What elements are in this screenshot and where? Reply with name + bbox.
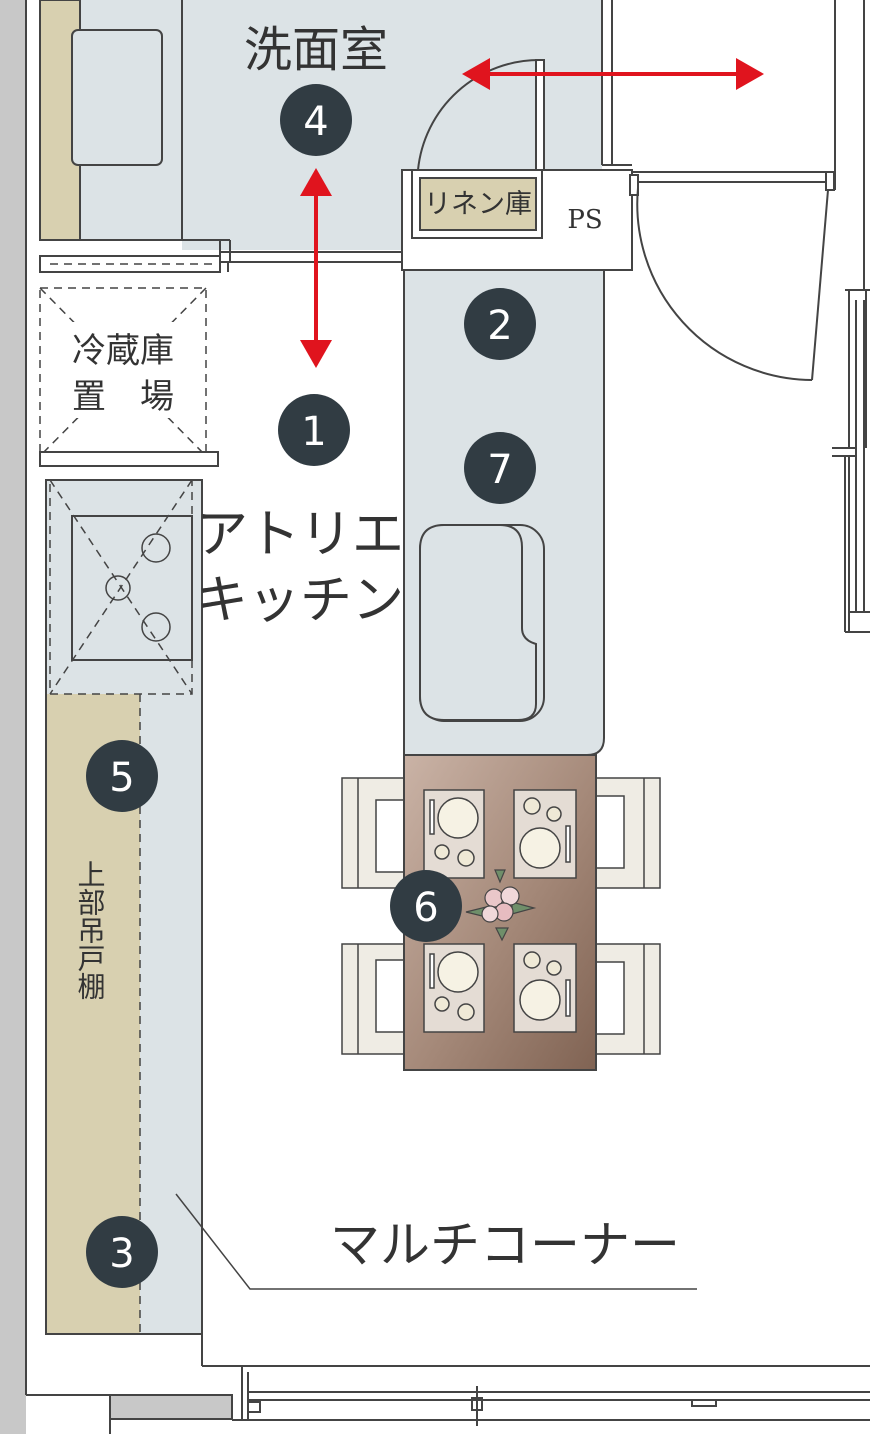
multi-corner-leader-line bbox=[175, 1193, 697, 1290]
outer-walls bbox=[0, 0, 233, 1434]
chair bbox=[595, 777, 661, 889]
horizontal-double-arrow bbox=[462, 58, 764, 90]
marker-5: 5 bbox=[86, 740, 158, 812]
fridge-space bbox=[39, 255, 229, 467]
place-setting bbox=[423, 789, 485, 879]
flower-centerpiece bbox=[465, 869, 537, 942]
svg-text:6: 6 bbox=[413, 885, 438, 931]
svg-text:3: 3 bbox=[109, 1231, 134, 1277]
atelier-kitchen-label-line1: アトリエ bbox=[196, 505, 404, 565]
island-counter bbox=[403, 269, 605, 756]
upper-cabinet-label: 上部吊戸棚 bbox=[74, 860, 107, 1000]
atelier-kitchen-label-line2: キッチン bbox=[196, 571, 404, 631]
burner bbox=[141, 533, 171, 563]
vertical-double-arrow bbox=[300, 168, 332, 368]
marker-1: 1 bbox=[278, 394, 350, 466]
fridge-space-label-line1: 冷蔵庫 bbox=[72, 331, 174, 371]
stove bbox=[49, 479, 193, 695]
linen-closet bbox=[419, 177, 537, 231]
multi-corner-label: マルチコーナー bbox=[330, 1216, 680, 1274]
ps-label: PS bbox=[567, 205, 602, 235]
marker-4: 4 bbox=[280, 84, 352, 156]
chair bbox=[341, 943, 405, 1055]
marker-2: 2 bbox=[464, 288, 536, 360]
svg-text:4: 4 bbox=[303, 99, 328, 145]
burner bbox=[105, 575, 131, 601]
place-setting bbox=[513, 789, 577, 879]
marker-3: 3 bbox=[86, 1216, 158, 1288]
washbasin bbox=[71, 29, 163, 166]
bottom-window bbox=[202, 1365, 870, 1426]
place-setting bbox=[513, 943, 577, 1033]
right-closet bbox=[629, 0, 870, 633]
svg-text:1: 1 bbox=[301, 409, 326, 455]
washroom-label: 洗面室 bbox=[244, 22, 388, 78]
ps-shaft: リネン庫 PS bbox=[401, 169, 633, 271]
linen-closet-label: リネン庫 bbox=[424, 189, 532, 220]
dining-chairs bbox=[341, 777, 661, 1055]
fridge-space-label-line2: 置 場 bbox=[72, 377, 174, 417]
chair bbox=[341, 777, 405, 889]
marker-6: 6 bbox=[390, 870, 462, 942]
chair bbox=[595, 943, 661, 1055]
marker-7: 7 bbox=[464, 432, 536, 504]
burner bbox=[141, 612, 171, 642]
svg-text:5: 5 bbox=[109, 755, 134, 801]
svg-text:2: 2 bbox=[487, 303, 512, 349]
svg-text:7: 7 bbox=[487, 447, 512, 493]
place-setting bbox=[423, 943, 485, 1033]
